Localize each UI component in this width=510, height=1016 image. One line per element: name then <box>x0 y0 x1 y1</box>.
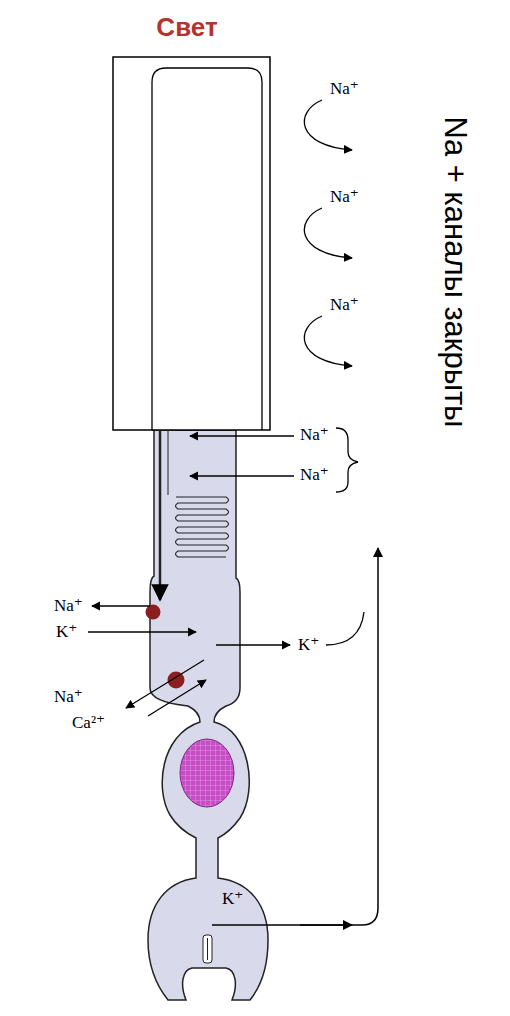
ion-flow-arrow <box>216 644 290 645</box>
cilium-edge <box>168 430 169 495</box>
membrane-folds <box>176 497 229 557</box>
bracket <box>326 612 364 645</box>
current-loop <box>212 548 378 925</box>
title: Свет <box>156 14 217 40</box>
ion-label: Na⁺ <box>330 296 359 313</box>
ion-label: Na⁺ <box>54 597 83 614</box>
ion-label: Na⁺ <box>330 80 359 97</box>
ion-flow-arrow <box>304 208 352 258</box>
ion-flow-arrow <box>190 435 294 436</box>
ion-label: Ca²⁺ <box>72 714 105 731</box>
ion-flow-arrow <box>88 631 196 632</box>
synaptic-ribbon <box>203 935 212 963</box>
cilium <box>159 430 162 600</box>
ion-flow-arrow <box>126 660 204 708</box>
ion-flow-arrow <box>304 100 352 150</box>
ion-label: K⁺ <box>298 636 319 653</box>
synaptic-ribbon-line <box>207 938 208 960</box>
nucleus <box>180 739 234 807</box>
ion-flow-arrow <box>190 475 294 476</box>
cell-outline <box>148 430 268 1000</box>
ion-pump <box>146 605 161 620</box>
ion-label: K⁺ <box>222 890 243 907</box>
ion-flow-arrow <box>304 316 352 366</box>
ion-label: Na⁺ <box>300 426 329 443</box>
ion-label: Na⁺ <box>54 688 83 705</box>
side-note: Na + каналы закрыты <box>440 117 471 428</box>
ion-label: Na⁺ <box>300 466 329 483</box>
ion-label: Na⁺ <box>330 188 359 205</box>
outer-segment <box>113 57 270 430</box>
ion-label: K⁺ <box>56 623 77 640</box>
ion-flow-arrow <box>92 605 150 606</box>
bracket <box>336 428 358 492</box>
current-arrow <box>300 924 352 926</box>
disc-membrane <box>152 68 262 430</box>
ion-flow-arrow <box>148 680 206 716</box>
